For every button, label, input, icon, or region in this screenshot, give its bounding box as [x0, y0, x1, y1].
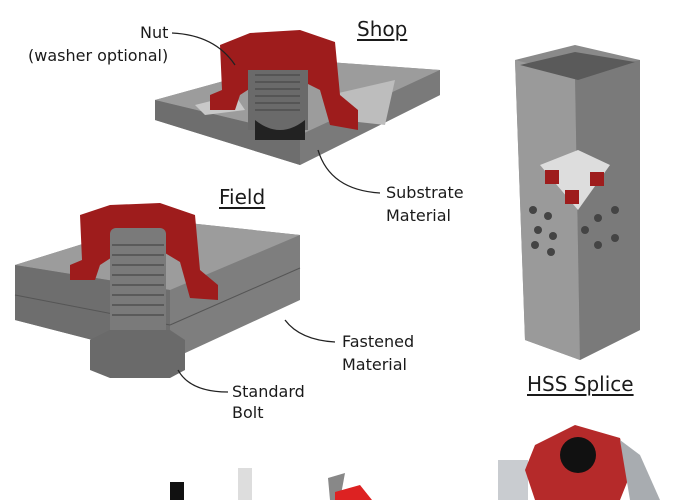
field-title: Field — [219, 185, 266, 209]
shop-assembly-illustration — [155, 30, 440, 165]
substrate-label-line1: Substrate — [386, 183, 464, 202]
hss-splice-illustration — [515, 45, 640, 360]
fastened-label-line1: Fastened — [342, 332, 415, 351]
shop-title: Shop — [357, 17, 408, 41]
field-assembly-illustration — [14, 203, 301, 378]
bolt-label-line1: Standard — [232, 382, 305, 401]
washer-optional-note: (washer optional) — [28, 46, 169, 65]
bolt-label-line2: Bolt — [232, 403, 264, 422]
leader-lines — [171, 32, 381, 393]
nut-label: Nut — [140, 23, 169, 42]
hss-splice-title: HSS Splice — [527, 372, 634, 396]
fastened-label-line2: Material — [342, 355, 407, 374]
bottom-photo-strip — [170, 425, 660, 500]
substrate-label-line2: Material — [386, 206, 451, 225]
